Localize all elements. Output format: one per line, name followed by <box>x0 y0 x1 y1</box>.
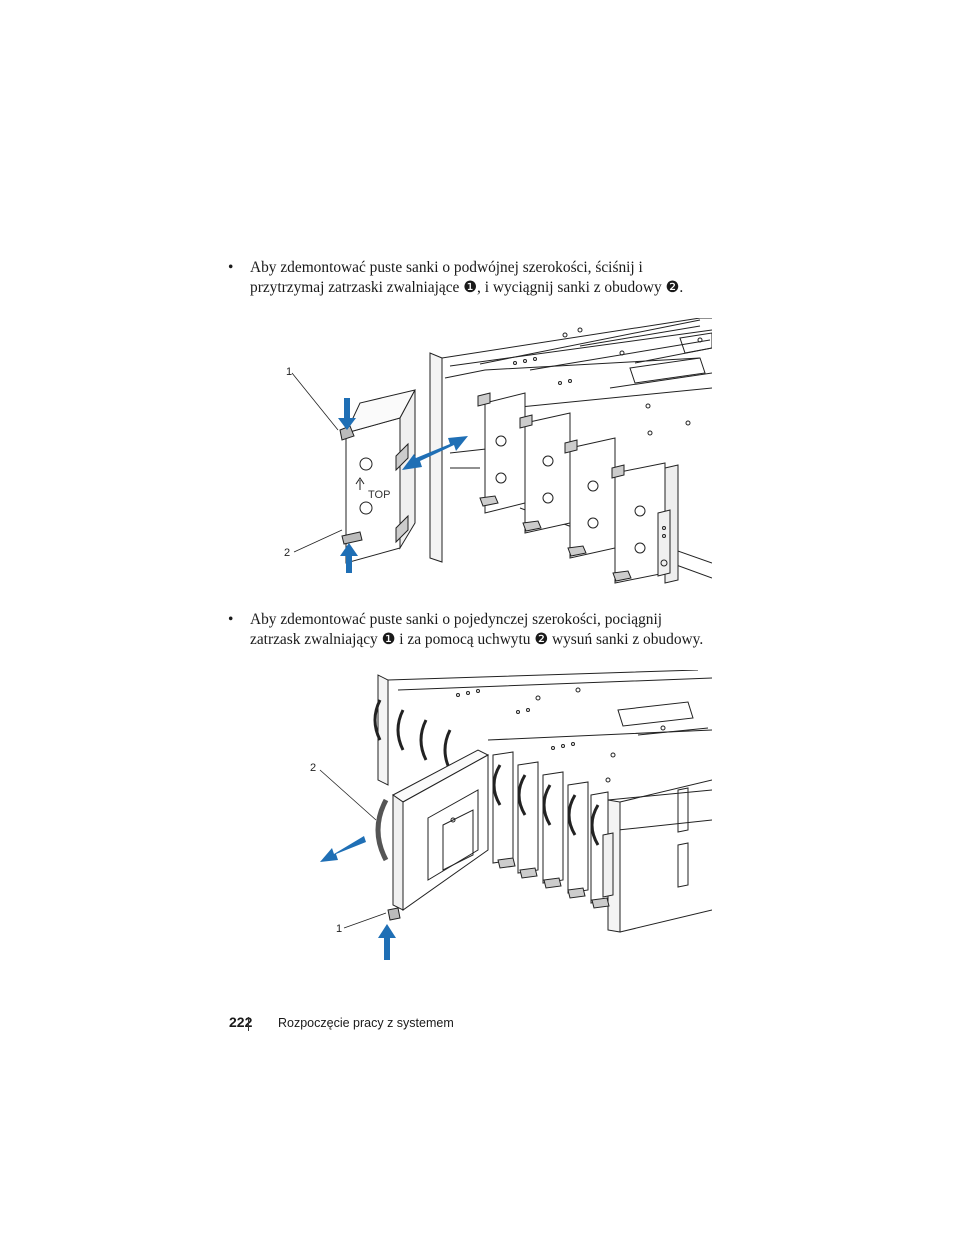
callout-ref-1: ❶ <box>381 631 396 648</box>
arrow-pull-icon <box>320 836 366 862</box>
callout-1-label: 1 <box>286 366 292 378</box>
chapter-title: Rozpoczęcie pracy z systemem <box>278 1016 454 1030</box>
callout-1-label: 1 <box>336 923 342 935</box>
callout-2-label: 2 <box>310 762 316 774</box>
bullet-symbol: • <box>228 259 234 276</box>
callout-2-label: 2 <box>284 547 290 559</box>
arrow-press-icon <box>338 398 358 573</box>
footer-separator <box>248 1017 249 1031</box>
callout-ref-1: ❶ <box>463 279 478 296</box>
arrow-pull-icon <box>402 436 468 470</box>
figure-double-width-blank: TOP 1 2 <box>284 318 712 584</box>
callout-ref-2: ❷ <box>665 279 680 296</box>
bullet-text: Aby zdemontować puste sanki o podwójnej … <box>250 259 684 296</box>
bullet-text: Aby zdemontować puste sanki o pojedyncze… <box>250 611 704 648</box>
callout-ref-2: ❷ <box>534 631 549 648</box>
blank-label: TOP <box>368 489 390 501</box>
arrow-lift-icon <box>378 924 396 960</box>
bullet-symbol: • <box>228 611 234 628</box>
page-number: 222 <box>229 1014 253 1030</box>
figure-single-width-blank: 2 1 <box>310 670 712 960</box>
